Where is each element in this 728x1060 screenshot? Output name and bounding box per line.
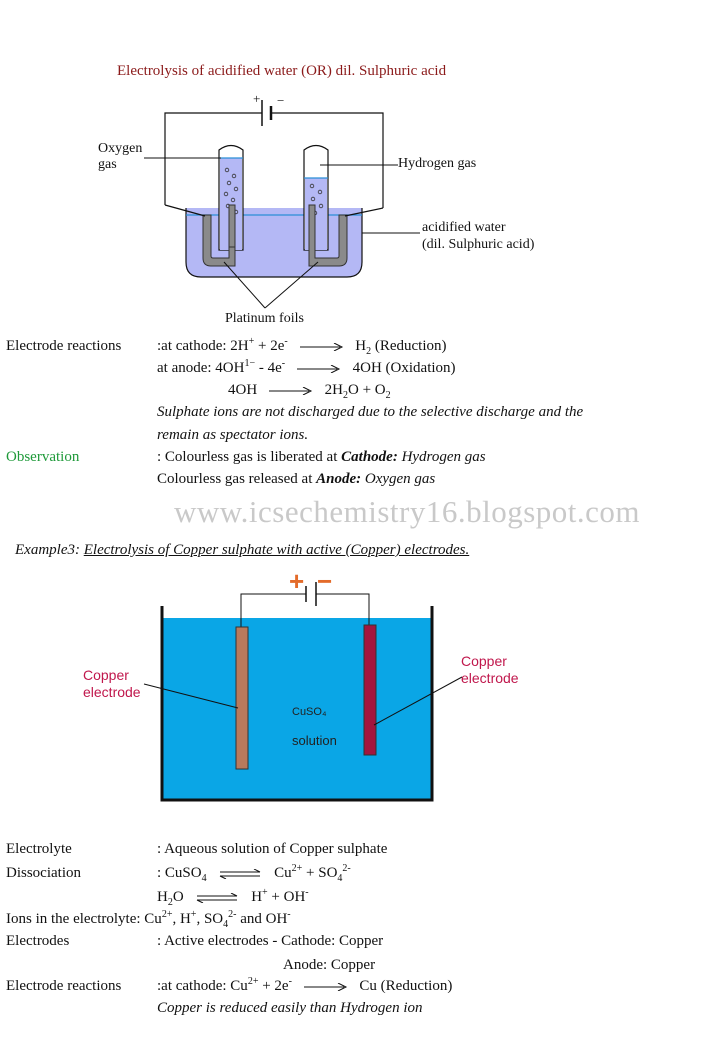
cuso4-solution — [162, 618, 432, 800]
battery-minus-sign-2: − — [317, 566, 333, 596]
example3-heading: Example3: Electrolysis of Copper sulphat… — [15, 542, 470, 558]
right-arrow-icon — [296, 364, 340, 373]
sulphate-note-line1: Sulphate ions are not discharged due to … — [157, 404, 584, 420]
cuso4-dissociation: : CuSO4 Cu2+ + SO42- — [157, 863, 351, 884]
water-dissociation: H2O H+ + OH- — [157, 887, 309, 908]
right-electrode-label-line1: Copper — [461, 653, 507, 669]
watermark: www.icsechemistry16.blogspot.com — [174, 494, 640, 529]
electrode-reactions-label-2: Electrode reactions — [6, 978, 122, 994]
right-arrow-icon — [299, 342, 343, 351]
right-arrow-icon — [303, 982, 347, 991]
equilibrium-arrow-icon — [197, 892, 238, 903]
water-formation-reaction: 4OH 2H2O + O2 — [228, 382, 391, 401]
sulphate-note-line2: remain as spectator ions. — [157, 427, 309, 443]
solution-word: solution — [292, 733, 337, 748]
copper-reduction-note: Copper is reduced easily than Hydrogen i… — [157, 1000, 423, 1016]
copper-electrolysis-diagram — [143, 582, 463, 802]
electrolysis-water-diagram — [144, 100, 420, 309]
platinum-foil-right — [308, 204, 348, 267]
electrodes-value: : Active electrodes - Cathode: Copper — [157, 933, 384, 949]
left-electrode-label-line2: electrode — [83, 684, 141, 700]
oxygen-bubbles — [223, 167, 239, 215]
observation-label: Observation — [6, 449, 80, 465]
acid-beaker — [185, 208, 363, 278]
right-electrode-label-line2: electrode — [461, 670, 519, 686]
oxygen-label-line1: Oxygen — [98, 141, 143, 156]
equilibrium-arrow-icon — [220, 868, 261, 879]
dissociation-label: Dissociation — [6, 865, 81, 881]
oxygen-label-line2: gas — [98, 157, 117, 172]
acid-label-line2: (dil. Sulphuric acid) — [422, 237, 535, 252]
observation-cathode: : Colourless gas is liberated at Cathode… — [157, 449, 486, 465]
copper-cathode-reaction: :at cathode: Cu2+ + 2e- Cu (Reduction) — [157, 976, 453, 995]
electrolyte-label: Electrolyte — [6, 841, 72, 857]
diagram-title-water: Electrolysis of acidified water (OR) dil… — [117, 63, 447, 79]
anode-reaction: at anode: 4OH1− - 4e- 4OH (Oxidation) — [157, 358, 456, 377]
battery-plus-sign-2: + — [289, 566, 305, 596]
anode-value: Anode: Copper — [283, 957, 376, 973]
right-arrow-icon — [268, 386, 313, 395]
left-electrode-label-line1: Copper — [83, 667, 129, 683]
ions-line: Ions in the electrolyte: Cu2+, H+, SO42-… — [6, 909, 291, 930]
battery-plus-sign: + — [253, 91, 261, 106]
platinum-label: Platinum foils — [225, 311, 304, 326]
cathode-reaction: :at cathode: 2H+ + 2e- H2 (Reduction) — [157, 336, 447, 357]
electrodes-label: Electrodes — [6, 933, 70, 949]
observation-anode: Colourless gas released at Anode: Oxygen… — [157, 471, 436, 487]
solution-formula: CuSO₄ — [292, 706, 327, 718]
electrolyte-value: : Aqueous solution of Copper sulphate — [157, 841, 388, 857]
cathode-copper-electrode — [363, 624, 377, 756]
beaker — [160, 606, 434, 802]
battery-minus-sign: − — [277, 93, 285, 108]
hydrogen-label: Hydrogen gas — [398, 156, 477, 171]
electrode-reactions-label: Electrode reactions — [6, 338, 122, 354]
acid-label-line1: acidified water — [422, 220, 506, 235]
anode-copper-electrode — [235, 626, 249, 770]
